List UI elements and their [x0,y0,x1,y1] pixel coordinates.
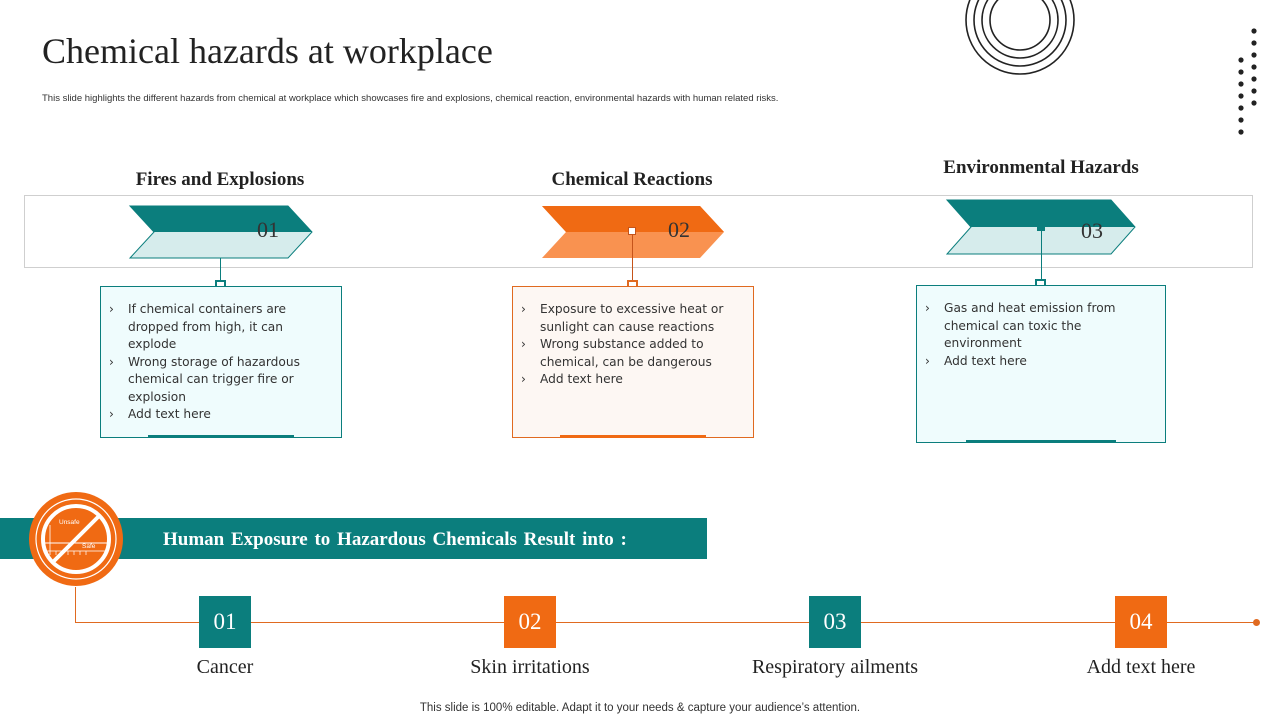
hazard-number: 03 [1081,218,1103,243]
timeline-line [75,622,1257,623]
banner-title: Human Exposure to Hazardous Chemicals Re… [163,529,627,550]
hazard-number: 02 [668,217,690,242]
list-item: Wrong substance added to chemical, can b… [521,336,745,371]
hazard-heading-fires: Fires and Explosions [135,169,305,190]
page-subtitle: This slide highlights the different haza… [42,93,779,104]
hazard-heading-environmental: Environmental Hazards [943,157,1139,178]
list-item: Gas and heat emission from chemical can … [925,300,1157,353]
hazard-number: 01 [257,217,279,242]
result-label: Skin irritations [470,656,590,678]
dot-grid-icon [1238,28,1257,135]
list-item: Exposure to excessive heat or sunlight c… [521,301,745,336]
page-title: Chemical hazards at workplace [42,31,493,71]
result-number-box: 01 [199,596,251,648]
result-number-box: 02 [504,596,556,648]
timeline-end-dot [1253,619,1260,626]
chevron-arrow-icon [128,205,313,259]
footer-note: This slide is 100% editable. Adapt it to… [419,702,861,714]
list-item: Wrong storage of hazardous chemical can … [109,354,333,407]
badge-unsafe-label: Unsafe [59,519,80,526]
result-number-box: 04 [1115,596,1167,648]
hazard-card-environmental: Gas and heat emission from chemical can … [916,285,1166,443]
card-accent-bar [560,435,706,438]
timeline-connector [75,587,76,623]
list-item: Add text here [109,406,333,424]
connector-line [632,234,633,286]
hazard-heading-reactions: Chemical Reactions [551,169,713,190]
badge-safe-label: Safe [82,543,96,550]
result-label: Add text here [1086,656,1196,678]
list-item: Add text here [925,353,1157,371]
connector-node [1037,223,1045,231]
result-number-box: 03 [809,596,861,648]
connector-node [628,227,636,235]
concentric-circles-icon [965,0,1075,75]
result-label: Respiratory ailments [751,656,919,678]
result-label: Cancer [196,656,254,678]
list-item: If chemical containers are dropped from … [109,301,333,354]
hazard-card-fires: If chemical containers are dropped from … [100,286,342,438]
connector-line [220,258,221,286]
connector-line [1041,230,1042,286]
hazard-card-reactions: Exposure to excessive heat or sunlight c… [512,286,754,438]
card-accent-bar [148,435,294,438]
list-item: Add text here [521,371,745,389]
no-entry-icon: Unsafe Safe [29,492,123,586]
card-accent-bar [966,440,1116,443]
